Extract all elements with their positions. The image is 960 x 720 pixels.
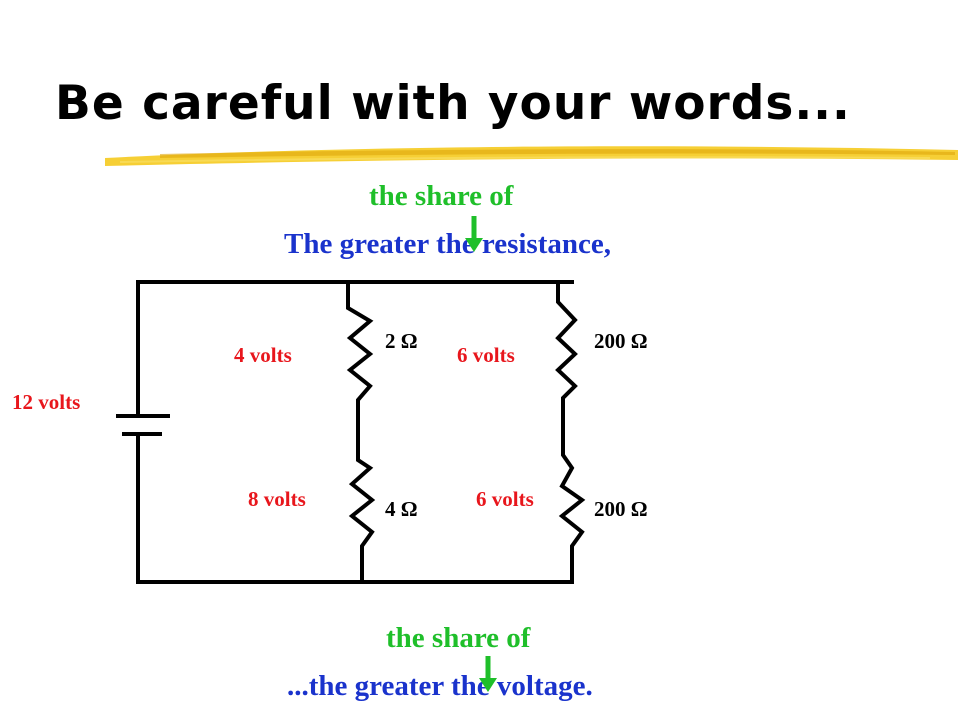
top-caption-share-of: the share of	[369, 180, 514, 212]
voltage-label-8-volts: 8 volts	[248, 487, 306, 511]
resistor-label-200-ohm-top: 200 Ω	[594, 329, 648, 353]
resistor-label-200-ohm-bottom: 200 Ω	[594, 497, 648, 521]
resistor-label-4-ohm: 4 Ω	[385, 497, 418, 521]
bottom-insertion-arrow	[479, 656, 497, 692]
battery-voltage-label: 12 volts	[12, 390, 81, 414]
wire-right-branch	[555, 280, 586, 584]
voltage-label-4-volts: 4 volts	[234, 343, 292, 367]
voltage-label-6-volts-top: 6 volts	[457, 343, 515, 367]
resistor-label-2-ohm: 2 Ω	[385, 329, 418, 353]
top-insertion-arrow	[465, 216, 483, 252]
wire-middle-branch	[346, 280, 376, 584]
top-caption-resistance: The greater the resistance,	[284, 228, 611, 260]
voltage-label-6-volts-bottom: 6 volts	[476, 487, 534, 511]
bottom-caption-share-of: the share of	[386, 622, 531, 654]
slide-title: Be careful with your words...	[55, 76, 851, 131]
bottom-caption-voltage: ...the greater the voltage.	[287, 670, 593, 702]
